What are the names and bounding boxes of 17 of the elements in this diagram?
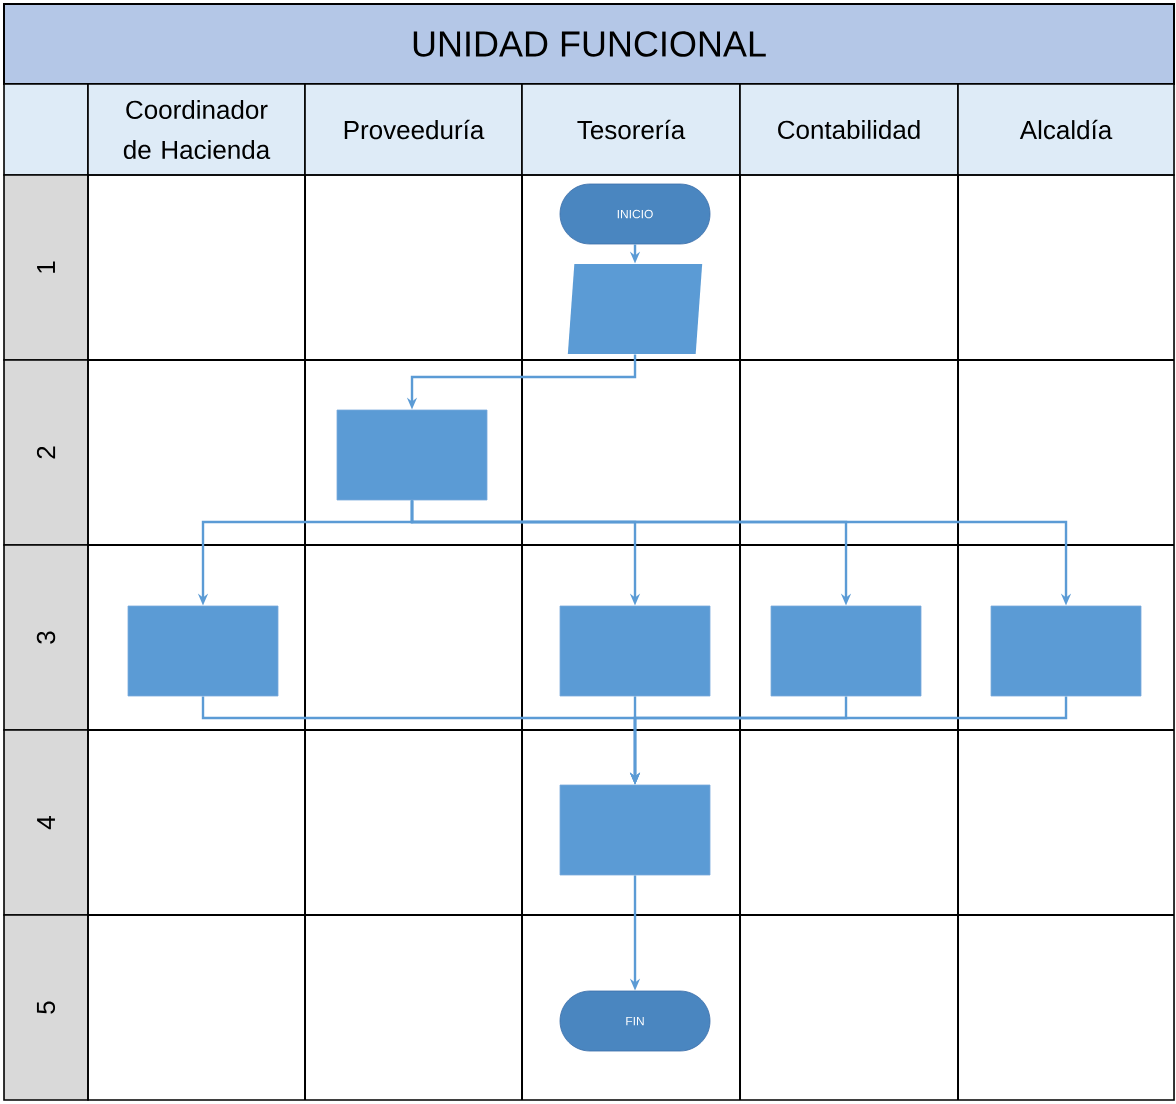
row-number: 1 xyxy=(3,174,89,361)
process-box xyxy=(990,605,1142,697)
column-header: Tesorería xyxy=(521,83,741,176)
process-box xyxy=(559,605,711,697)
row-number: 5 xyxy=(3,914,89,1101)
row-number: 2 xyxy=(3,359,89,546)
process-box xyxy=(770,605,922,697)
data-parallelogram xyxy=(567,264,703,354)
title-band: UNIDAD FUNCIONAL xyxy=(3,3,1175,85)
column-header: Proveeduría xyxy=(304,83,523,176)
column-header: Contabilidad xyxy=(739,83,959,176)
row-number: 4 xyxy=(3,729,89,916)
process-box xyxy=(559,784,711,876)
process-box xyxy=(336,409,488,501)
column-header: Alcaldía xyxy=(957,83,1175,176)
row-number: 3 xyxy=(3,544,89,731)
process-box xyxy=(127,605,279,697)
